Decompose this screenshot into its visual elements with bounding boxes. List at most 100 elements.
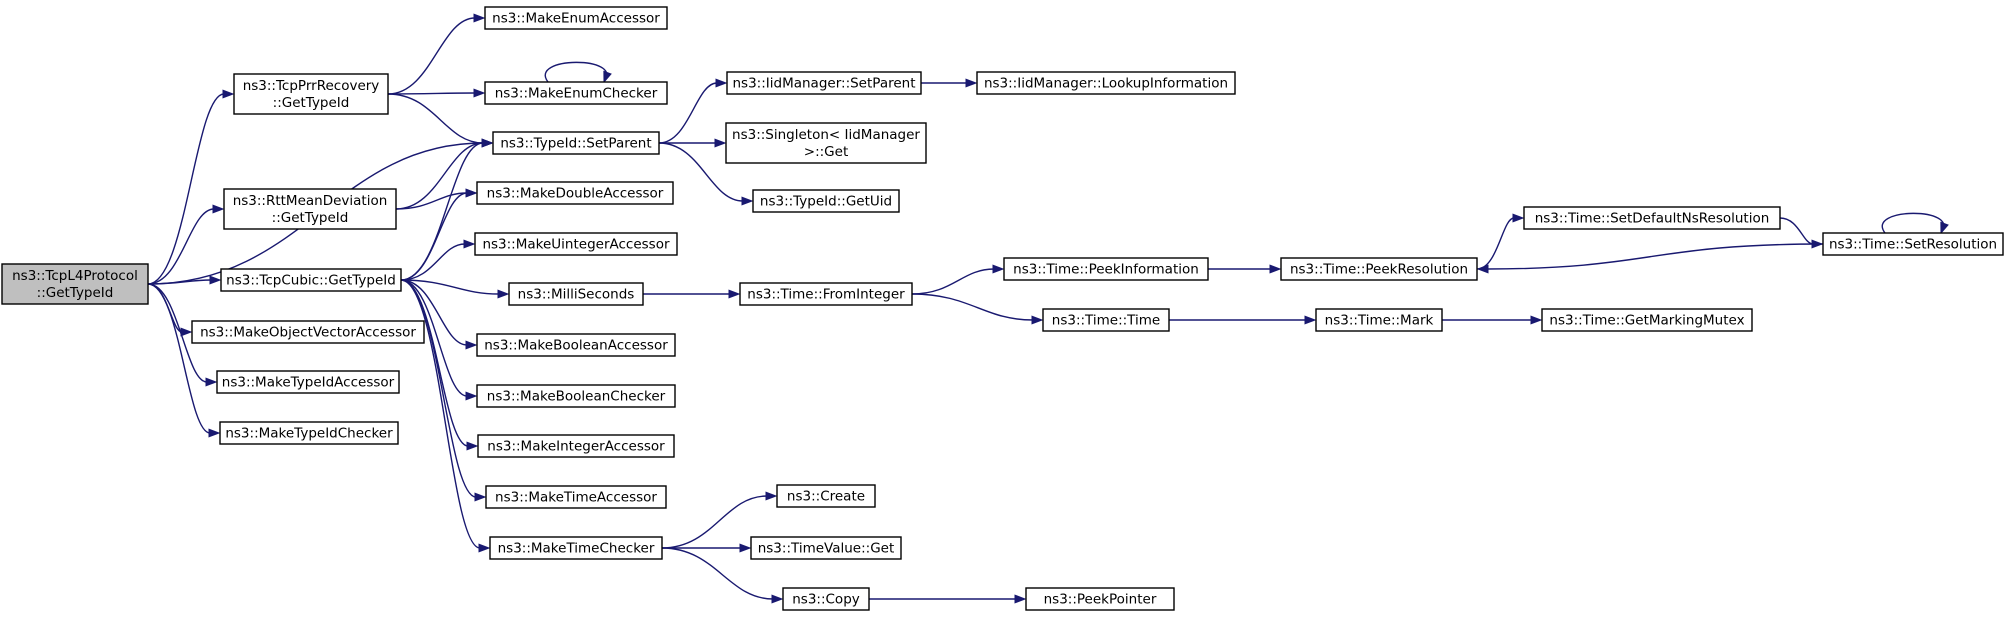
node-mutex[interactable]: ns3::Time::GetMarkingMutex <box>1541 308 1753 332</box>
node-label: ns3::Create <box>787 489 865 505</box>
node-label: ns3::PeekPointer <box>1044 592 1157 608</box>
edge-ms-to-fromint <box>642 289 741 299</box>
node-peekinfo[interactable]: ns3::Time::PeekInformation <box>1003 257 1209 281</box>
node-box <box>484 6 668 30</box>
node-box <box>725 122 927 164</box>
node-label: ns3::IidManager::LookupInformation <box>984 76 1228 92</box>
node-objvec[interactable]: ns3::MakeObjectVectorAccessor <box>191 320 425 344</box>
edge-peekres-to-setdef <box>1476 213 1525 270</box>
node-cubic[interactable]: ns3::TcpCubic::GetTypeId <box>220 268 402 292</box>
edge-enumchk-to-enumchk <box>544 61 612 84</box>
node-intacc[interactable]: ns3::MakeIntegerAccessor <box>477 434 675 458</box>
node-box <box>223 188 397 230</box>
node-label: ::GetTypeId <box>37 285 114 301</box>
node-box <box>220 268 402 292</box>
node-dblacc[interactable]: ns3::MakeDoubleAccessor <box>476 181 674 205</box>
node-enumchk[interactable]: ns3::MakeEnumChecker <box>484 81 668 105</box>
edge-timechk-to-tvget <box>661 543 752 553</box>
node-create[interactable]: ns3::Create <box>776 484 876 508</box>
node-tcpl4[interactable]: ns3::TcpL4Protocol::GetTypeId <box>1 263 149 305</box>
node-ms[interactable]: ns3::MilliSeconds <box>508 282 644 306</box>
edge-fromint-to-timetime <box>911 293 1044 325</box>
edge-mark-to-mutex <box>1441 315 1543 325</box>
node-label: ns3::RttMeanDeviation <box>233 193 388 209</box>
node-label: ns3::Time::PeekInformation <box>1013 262 1199 278</box>
node-label: ns3::MakeUintegerAccessor <box>482 237 670 253</box>
node-label: ns3::TimeValue::Get <box>758 541 895 557</box>
edge-tcpl4-to-rtt <box>147 204 225 285</box>
node-boolchk[interactable]: ns3::MakeBooleanChecker <box>476 384 676 408</box>
node-layer: ns3::TcpL4Protocol::GetTypeId ns3::TcpPrr… <box>1 6 2004 611</box>
node-box <box>1315 308 1443 332</box>
edge-cubic-to-boolacc <box>400 279 478 350</box>
node-label: >::Get <box>804 144 848 160</box>
node-label: ns3::TypeId::GetUid <box>760 194 892 210</box>
node-label: ns3::TcpPrrRecovery <box>243 78 380 94</box>
node-box <box>726 71 922 95</box>
node-box <box>1280 257 1478 281</box>
edge-cubic-to-ms <box>400 279 510 299</box>
node-box <box>1025 587 1175 611</box>
node-label: ns3::TypeId::SetParent <box>500 136 651 152</box>
node-label: ns3::TcpCubic::GetTypeId <box>226 273 396 289</box>
edge-tcpl4-to-tidacc <box>147 283 218 387</box>
node-enumacc[interactable]: ns3::MakeEnumAccessor <box>484 6 668 30</box>
node-label: ns3::MakeBooleanChecker <box>487 389 666 405</box>
node-tvget[interactable]: ns3::TimeValue::Get <box>750 536 902 560</box>
node-label: ns3::Time::Time <box>1052 313 1160 329</box>
node-label: ns3::MakeObjectVectorAccessor <box>200 325 416 341</box>
node-tidacc[interactable]: ns3::MakeTypeIdAccessor <box>216 370 400 394</box>
node-setdef[interactable]: ns3::Time::SetDefaultNsResolution <box>1523 206 1781 230</box>
node-box <box>474 232 678 256</box>
node-timetime[interactable]: ns3::Time::Time <box>1042 308 1170 332</box>
edge-prr-to-enumchk <box>387 88 486 98</box>
node-tidchk[interactable]: ns3::MakeTypeIdChecker <box>219 421 399 445</box>
node-label: ns3::IidManager::SetParent <box>733 76 916 92</box>
node-box <box>484 81 668 105</box>
node-label: ::GetTypeId <box>272 210 349 226</box>
node-label: ns3::MakeTimeAccessor <box>495 490 657 506</box>
node-label: ns3::Time::SetResolution <box>1829 237 1997 253</box>
edge-cubic-to-uintacc <box>400 239 476 281</box>
node-label: ns3::MakeEnumAccessor <box>492 11 660 27</box>
node-singleton[interactable]: ns3::Singleton< IidManager>::Get <box>725 122 927 164</box>
edge-setres-to-setres <box>1881 212 1949 235</box>
edge-copy-to-peekptr <box>869 594 1027 604</box>
node-timeacc[interactable]: ns3::MakeTimeAccessor <box>485 485 667 509</box>
node-peekptr[interactable]: ns3::PeekPointer <box>1025 587 1175 611</box>
node-getuid[interactable]: ns3::TypeId::GetUid <box>752 189 900 213</box>
edge-prr-to-enumacc <box>387 13 486 95</box>
node-box <box>216 370 400 394</box>
node-prr[interactable]: ns3::TcpPrrRecovery::GetTypeId <box>233 73 389 115</box>
node-label: ns3::MakeTypeIdChecker <box>225 426 393 442</box>
node-box <box>485 485 667 509</box>
node-copy[interactable]: ns3::Copy <box>782 587 870 611</box>
node-setparent[interactable]: ns3::TypeId::SetParent <box>492 131 660 155</box>
edge-tcpl4-to-tidchk <box>147 283 221 438</box>
node-box <box>782 587 870 611</box>
node-box <box>233 73 389 115</box>
node-box <box>1042 308 1170 332</box>
node-peekres[interactable]: ns3::Time::PeekResolution <box>1280 257 1478 281</box>
node-iidsetp[interactable]: ns3::IidManager::SetParent <box>726 71 922 95</box>
node-label: ns3::MilliSeconds <box>518 287 635 303</box>
node-box <box>476 384 676 408</box>
edge-setparent-to-iidsetp <box>658 78 728 144</box>
edge-cubic-to-intacc <box>400 279 479 451</box>
node-boolacc[interactable]: ns3::MakeBooleanAccessor <box>476 333 676 357</box>
edge-timechk-to-create <box>661 491 778 549</box>
node-box <box>476 333 676 357</box>
node-timechk[interactable]: ns3::MakeTimeChecker <box>489 536 663 560</box>
node-fromint[interactable]: ns3::Time::FromInteger <box>739 282 913 306</box>
node-rtt[interactable]: ns3::RttMeanDeviation::GetTypeId <box>223 188 397 230</box>
node-label: ns3::Time::PeekResolution <box>1290 262 1468 278</box>
node-box <box>976 71 1236 95</box>
node-lookup[interactable]: ns3::IidManager::LookupInformation <box>976 71 1236 95</box>
node-mark[interactable]: ns3::Time::Mark <box>1315 308 1443 332</box>
node-uintacc[interactable]: ns3::MakeUintegerAccessor <box>474 232 678 256</box>
edge-setres-to-peekres <box>1476 243 1824 274</box>
node-label: ns3::Time::SetDefaultNsResolution <box>1535 211 1770 227</box>
node-box <box>191 320 425 344</box>
node-setres[interactable]: ns3::Time::SetResolution <box>1822 232 2004 256</box>
